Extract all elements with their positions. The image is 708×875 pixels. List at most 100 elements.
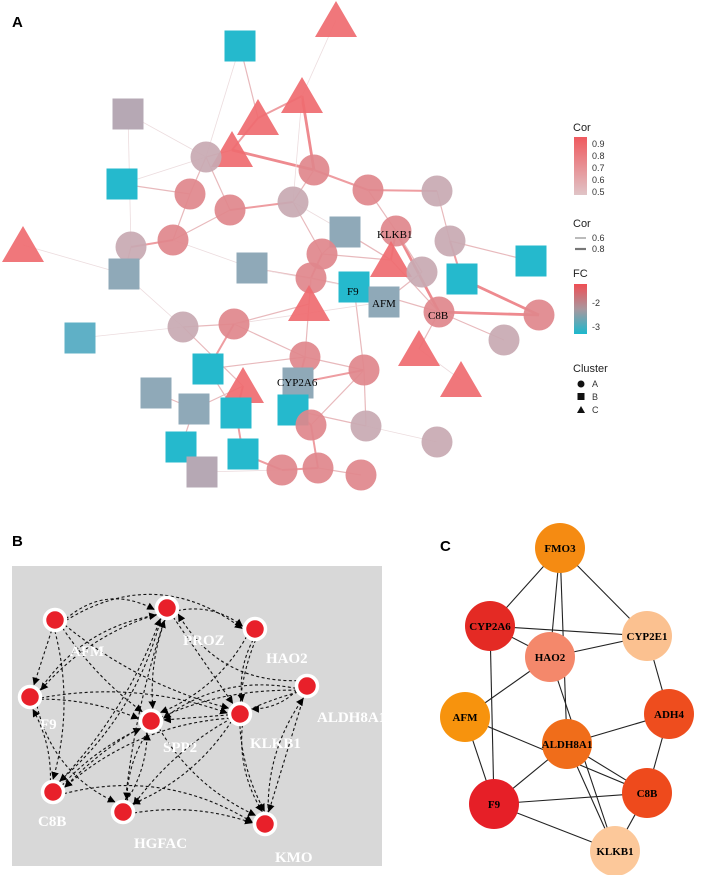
node-circle-ci-20 [295,409,327,441]
gene-label-klkb1: KLKB1 [596,846,633,858]
gene-label-cyp2e1: CYP2E1 [627,631,668,643]
directed-edge-proz-c8b [59,617,162,782]
directed-edge-hao2-spp2 [160,636,248,714]
node-square-sq-7 [108,258,140,290]
directed-edge-aldh8a1-klkb1 [251,689,298,713]
directed-edge-klkb1-spp2 [163,714,230,724]
node-adh4 [644,689,694,739]
node-klkb1 [590,826,640,875]
legend-cor-tick-0.7: 0.7 [592,163,605,173]
directed-edge-hgfac-kmo [133,809,253,825]
panel-b-background [12,566,382,866]
node-square-sq-16 [227,438,259,470]
node-triangle-tri-9 [222,367,264,403]
node-circle-ci-14 [523,299,555,331]
node-circle-ci-25 [345,459,377,491]
node-f9 [469,779,519,829]
network-edge [22,244,125,275]
legend-fc-colorbar [574,284,587,334]
node-triangle-tri-top [315,1,357,37]
legend-width-tick-0.6: 0.6 [592,233,605,243]
legend-fc-tick-minus2: -2 [592,298,600,308]
node-square-sq-3 [106,168,138,200]
node-f9 [17,684,43,710]
gene-label-hao2: HAO2 [535,652,566,664]
edge-c8b-f9 [493,792,648,805]
node-spp2 [138,708,164,734]
node-circle-ci-21 [350,410,382,442]
gene-label-proz: PROZ [183,633,225,649]
directed-edge-c8b-kmo [63,784,253,823]
node-afm [42,607,68,633]
gene-label-hgfac: HGFAC [134,836,187,852]
node-hao2 [242,616,268,642]
directed-edge-afm-proz [65,598,155,620]
node-square-sq-10 [192,353,224,385]
network-edge [79,326,184,339]
legend-cluster-b: B [592,392,598,402]
node-square-sq-13 [220,397,252,429]
node-square-sq-cyp2a6 [282,367,314,399]
node-c8b [40,779,66,805]
directed-edge-f9-spp2 [40,698,139,720]
legend-cor-tick-0.9: 0.9 [592,139,605,149]
directed-edge-afm-hao2 [65,593,243,629]
directed-edge-afm-klkb1 [64,624,230,711]
node-square-sq-afm [368,286,400,318]
panel-b-labels: AFM PROZ HAO2 F9 SPP2 KLKB1 ALDH8A1 C8B … [38,633,386,866]
legend-cor-width-title: Cor [573,218,591,230]
gene-label-c8b: C8B [637,788,658,800]
legend-cluster-a: A [592,379,598,389]
directed-edge-hao2-kmo [239,639,265,812]
node-cyp2e1 [622,611,672,661]
directed-edge-f9-proz [38,612,157,692]
directed-edge-c8b-proz [58,618,162,784]
gene-label-afm: AFM [452,712,478,724]
network-edge [292,95,303,203]
gene-label-f9: F9 [488,799,501,811]
directed-edge-hgfac-proz [124,619,166,802]
legend-cluster-c: C [592,405,599,415]
node-aldh8a1 [294,673,320,699]
directed-edge-aldh8a1-proz [177,613,298,682]
node-square-sq-17 [186,456,218,488]
gene-label-klkb1: KLKB1 [250,736,301,752]
directed-edge-c8b-f9 [32,708,51,782]
node-circle-ci-9 [434,225,466,257]
gene-label-fmo3: FMO3 [544,543,576,555]
edge-cyp2a6-cyp2e1 [489,625,648,637]
legend-cluster-triangle-icon [577,406,585,413]
directed-edge-spp2-kmo [158,728,257,816]
panel-a-network: KLKB1 F9 AFM C8B CYP2A6 Cor 0.9 0.8 0.7 … [2,1,608,491]
directed-edge-afm-c8b [51,630,65,780]
node-square-sq-11 [140,377,172,409]
node-triangle-tri-5 [370,241,412,277]
node-c8b [622,768,672,818]
legend-cor-tick-0.5: 0.5 [592,187,605,197]
node-triangle-tri-4 [211,131,253,167]
node-fmo3 [535,523,585,573]
node-square-sq-12 [178,393,210,425]
node-circle-ci-18 [289,341,321,373]
node-afm [440,692,490,742]
node-triangle-tri-7 [398,330,440,366]
panel-a-label: A [12,14,23,31]
legend-fc-title: FC [573,268,588,280]
legend-cluster-square-icon [577,393,585,400]
gene-label-afm: AFM [372,298,396,310]
gene-label-c8b: C8B [428,310,448,322]
node-circle-ci-17 [488,324,520,356]
legend-cluster-title: Cluster [573,363,608,375]
directed-edge-proz-hao2 [177,608,243,627]
node-square-sq-f9 [338,271,370,303]
node-circle-ci-8 [157,224,189,256]
legend-cor-colorbar [574,137,587,195]
node-circle-ci-12 [406,256,438,288]
node-circle-ci-13 [295,262,327,294]
directed-edge-hao2-klkb1 [237,639,254,702]
edge-cyp2a6-f9 [489,625,495,805]
node-proz [154,595,180,621]
